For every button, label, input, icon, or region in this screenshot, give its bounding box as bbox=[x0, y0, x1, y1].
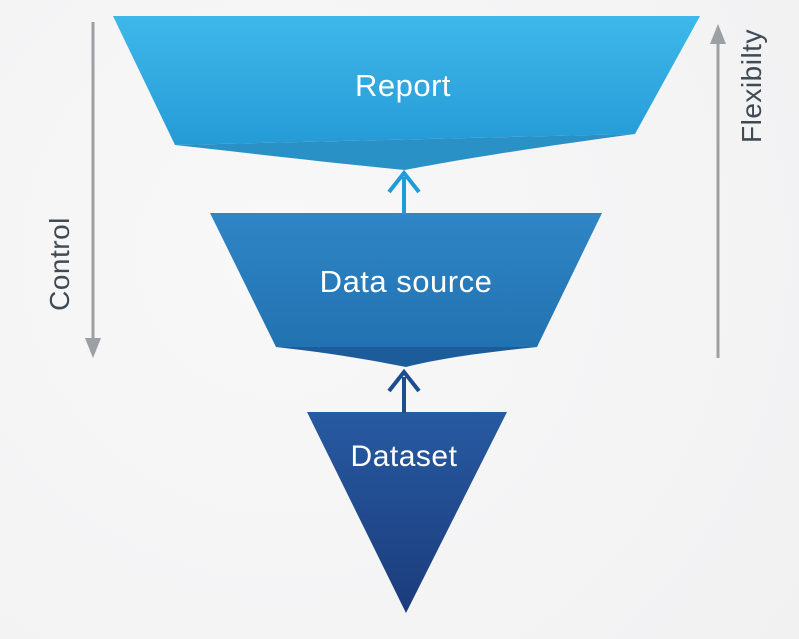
arrow-datasource-to-report-head bbox=[387, 169, 421, 194]
report-level-label: Report bbox=[354, 68, 452, 103]
arrow-dataset-to-datasource-head bbox=[387, 368, 421, 393]
data-source-shape bbox=[210, 213, 602, 347]
data-source-shape-fold bbox=[276, 347, 537, 367]
arrow-dataset-to-datasource bbox=[387, 368, 421, 413]
dataset-shape bbox=[307, 412, 507, 613]
report-shape-fold bbox=[175, 134, 635, 170]
control-axis-label: Control bbox=[44, 217, 75, 311]
control-axis-arrowhead-down-icon bbox=[85, 338, 101, 358]
arrow-datasource-to-report bbox=[387, 169, 421, 214]
data-source-level-label: Data source bbox=[319, 264, 493, 299]
flexibility-axis-label: Flexibilty bbox=[736, 29, 767, 143]
control-axis-arrow bbox=[85, 22, 101, 358]
report-shape bbox=[113, 16, 700, 145]
flexibility-axis-arrow bbox=[710, 24, 726, 358]
flexibility-axis-arrowhead-up-icon bbox=[710, 24, 726, 44]
dataset-level-label: Dataset bbox=[350, 440, 458, 473]
